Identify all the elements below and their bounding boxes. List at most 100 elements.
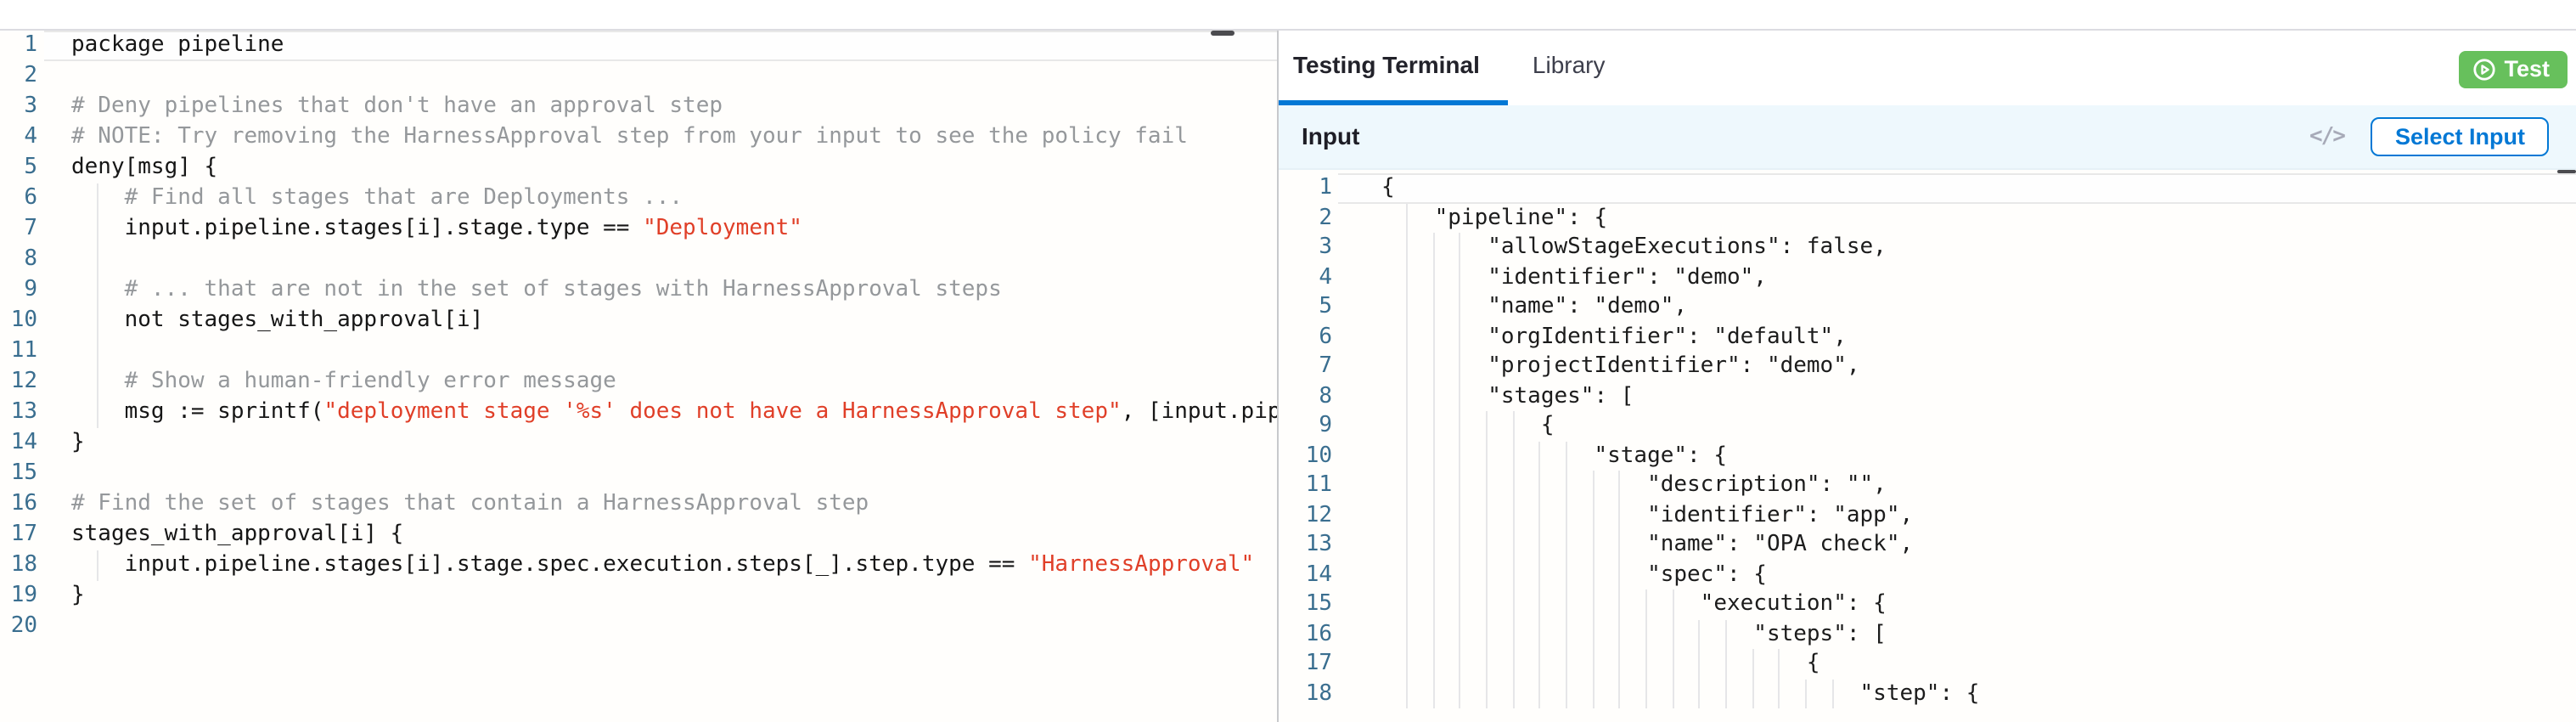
line-text: "stages": [ [1381, 381, 2576, 411]
code-line-15[interactable]: 15 "execution": { [1278, 589, 2576, 619]
line-text: stages_with_approval[i] { [71, 521, 404, 546]
indent-guide [1645, 679, 1648, 708]
indent-guide [1645, 619, 1648, 649]
indent-guide [1831, 679, 1834, 708]
code-line-7[interactable]: 7 "projectIdentifier": "demo", [1278, 352, 2576, 381]
indent-guide [1566, 649, 1568, 679]
indent-guide [1538, 589, 1541, 619]
code-line-8[interactable]: 8 [0, 244, 1276, 274]
code-line-4[interactable]: 4# NOTE: Try removing the HarnessApprova… [0, 121, 1276, 152]
indent-guide [1459, 233, 1461, 262]
indent-guide [1618, 560, 1621, 589]
indent-guide [1406, 471, 1409, 500]
line-number: 14 [1305, 561, 1332, 587]
code-line-16[interactable]: 16 "steps": [ [1278, 619, 2576, 649]
line-number: 16 [10, 490, 37, 516]
code-line-10[interactable]: 10 not stages_with_approval[i] [0, 305, 1276, 336]
indent-guide [1432, 500, 1435, 530]
tab-testing-terminal[interactable]: Testing Terminal [1278, 30, 1509, 104]
code-line-13[interactable]: 13 "name": "OPA check", [1278, 530, 2576, 560]
select-input-button[interactable]: Select Input [2371, 116, 2549, 156]
indent-guide [1592, 500, 1595, 530]
line-number: 5 [24, 154, 37, 179]
indent-guide [1406, 530, 1409, 560]
indent-guide [1406, 233, 1409, 262]
code-line-13[interactable]: 13 msg := sprintf("deployment stage '%s'… [0, 397, 1276, 427]
code-line-12[interactable]: 12 "identifier": "app", [1278, 500, 2576, 530]
code-line-7[interactable]: 7 input.pipeline.stages[i].stage.type ==… [0, 213, 1276, 244]
indent-guide [1592, 589, 1595, 619]
indent-guide [1618, 679, 1621, 708]
code-line-9[interactable]: 9 { [1278, 411, 2576, 441]
code-line-5[interactable]: 5 "name": "demo", [1278, 292, 2576, 322]
indent-guide [1592, 679, 1595, 708]
line-number: 16 [1305, 621, 1332, 646]
indent-guide [96, 213, 98, 244]
line-text: # Find all stages that are Deployments .… [71, 183, 1276, 213]
code-line-16[interactable]: 16# Find the set of stages that contain … [0, 488, 1276, 519]
input-title: Input [1302, 122, 1360, 150]
code-line-3[interactable]: 3 "allowStageExecutions": false, [1278, 233, 2576, 262]
code-line-4[interactable]: 4 "identifier": "demo", [1278, 262, 2576, 292]
line-text: } [71, 429, 85, 454]
indent-guide [1566, 441, 1568, 471]
code-line-17[interactable]: 17 { [1278, 649, 2576, 679]
indent-guide [1592, 649, 1595, 679]
code-line-15[interactable]: 15 [0, 458, 1276, 488]
indent-guide [1486, 560, 1488, 589]
code-line-18[interactable]: 18 input.pipeline.stages[i].stage.spec.e… [0, 550, 1276, 580]
policy-editor-scrollbar-thumb[interactable] [1211, 31, 1234, 35]
indent-guide [1432, 322, 1435, 352]
indent-guide [1432, 679, 1435, 708]
indent-guide [1486, 530, 1488, 560]
code-line-10[interactable]: 10 "stage": { [1278, 441, 2576, 471]
code-line-20[interactable]: 20 [0, 611, 1276, 641]
code-line-6[interactable]: 6 "orgIdentifier": "default", [1278, 322, 2576, 352]
test-button[interactable]: Test [2458, 50, 2567, 87]
code-line-2[interactable]: 2 "pipeline": { [1278, 203, 2576, 233]
line-number: 6 [1319, 324, 1332, 349]
code-line-9[interactable]: 9 # ... that are not in the set of stage… [0, 274, 1276, 305]
code-view-icon[interactable]: </> [2309, 123, 2346, 149]
indent-guide [1618, 619, 1621, 649]
code-line-1[interactable]: 1{ [1278, 173, 2576, 203]
code-line-8[interactable]: 8 "stages": [ [1278, 381, 2576, 411]
indent-guide [1406, 679, 1409, 708]
line-text [71, 60, 1276, 91]
code-line-3[interactable]: 3# Deny pipelines that don't have an app… [0, 91, 1276, 121]
indent-guide [1592, 619, 1595, 649]
indent-guide [1778, 649, 1780, 679]
code-line-19[interactable]: 19} [0, 580, 1276, 611]
play-circle-icon [2472, 57, 2495, 81]
json-editor-scrollbar-thumb[interactable] [2557, 169, 2576, 173]
line-number: 13 [10, 398, 37, 424]
code-line-18[interactable]: 18 "step": { [1278, 679, 2576, 708]
indent-guide [1618, 530, 1621, 560]
indent-guide [1406, 262, 1409, 292]
tab-library[interactable]: Library [1532, 51, 1606, 78]
indent-guide [1512, 411, 1515, 441]
code-line-11[interactable]: 11 [0, 336, 1276, 366]
indent-guide [1538, 679, 1541, 708]
code-line-14[interactable]: 14} [0, 427, 1276, 458]
indent-guide [1486, 679, 1488, 708]
line-number: 12 [10, 368, 37, 393]
indent-guide [1459, 530, 1461, 560]
code-line-6[interactable]: 6 # Find all stages that are Deployments… [0, 183, 1276, 213]
json-input-editor[interactable]: 1{2 "pipeline": {3 "allowStageExecutions… [1278, 170, 2576, 722]
code-line-14[interactable]: 14 "spec": { [1278, 560, 2576, 589]
line-text: { [1381, 649, 2576, 679]
code-line-11[interactable]: 11 "description": "", [1278, 471, 2576, 500]
line-number: 5 [1319, 294, 1332, 319]
line-text: msg := sprintf("deployment stage '%s' do… [71, 397, 1276, 427]
indent-guide [1672, 619, 1674, 649]
code-line-12[interactable]: 12 # Show a human-friendly error message [0, 366, 1276, 397]
line-text: # ... that are not in the set of stages … [71, 274, 1276, 305]
code-line-2[interactable]: 2 [0, 60, 1276, 91]
line-number: 3 [24, 93, 37, 118]
indent-guide [1486, 411, 1488, 441]
